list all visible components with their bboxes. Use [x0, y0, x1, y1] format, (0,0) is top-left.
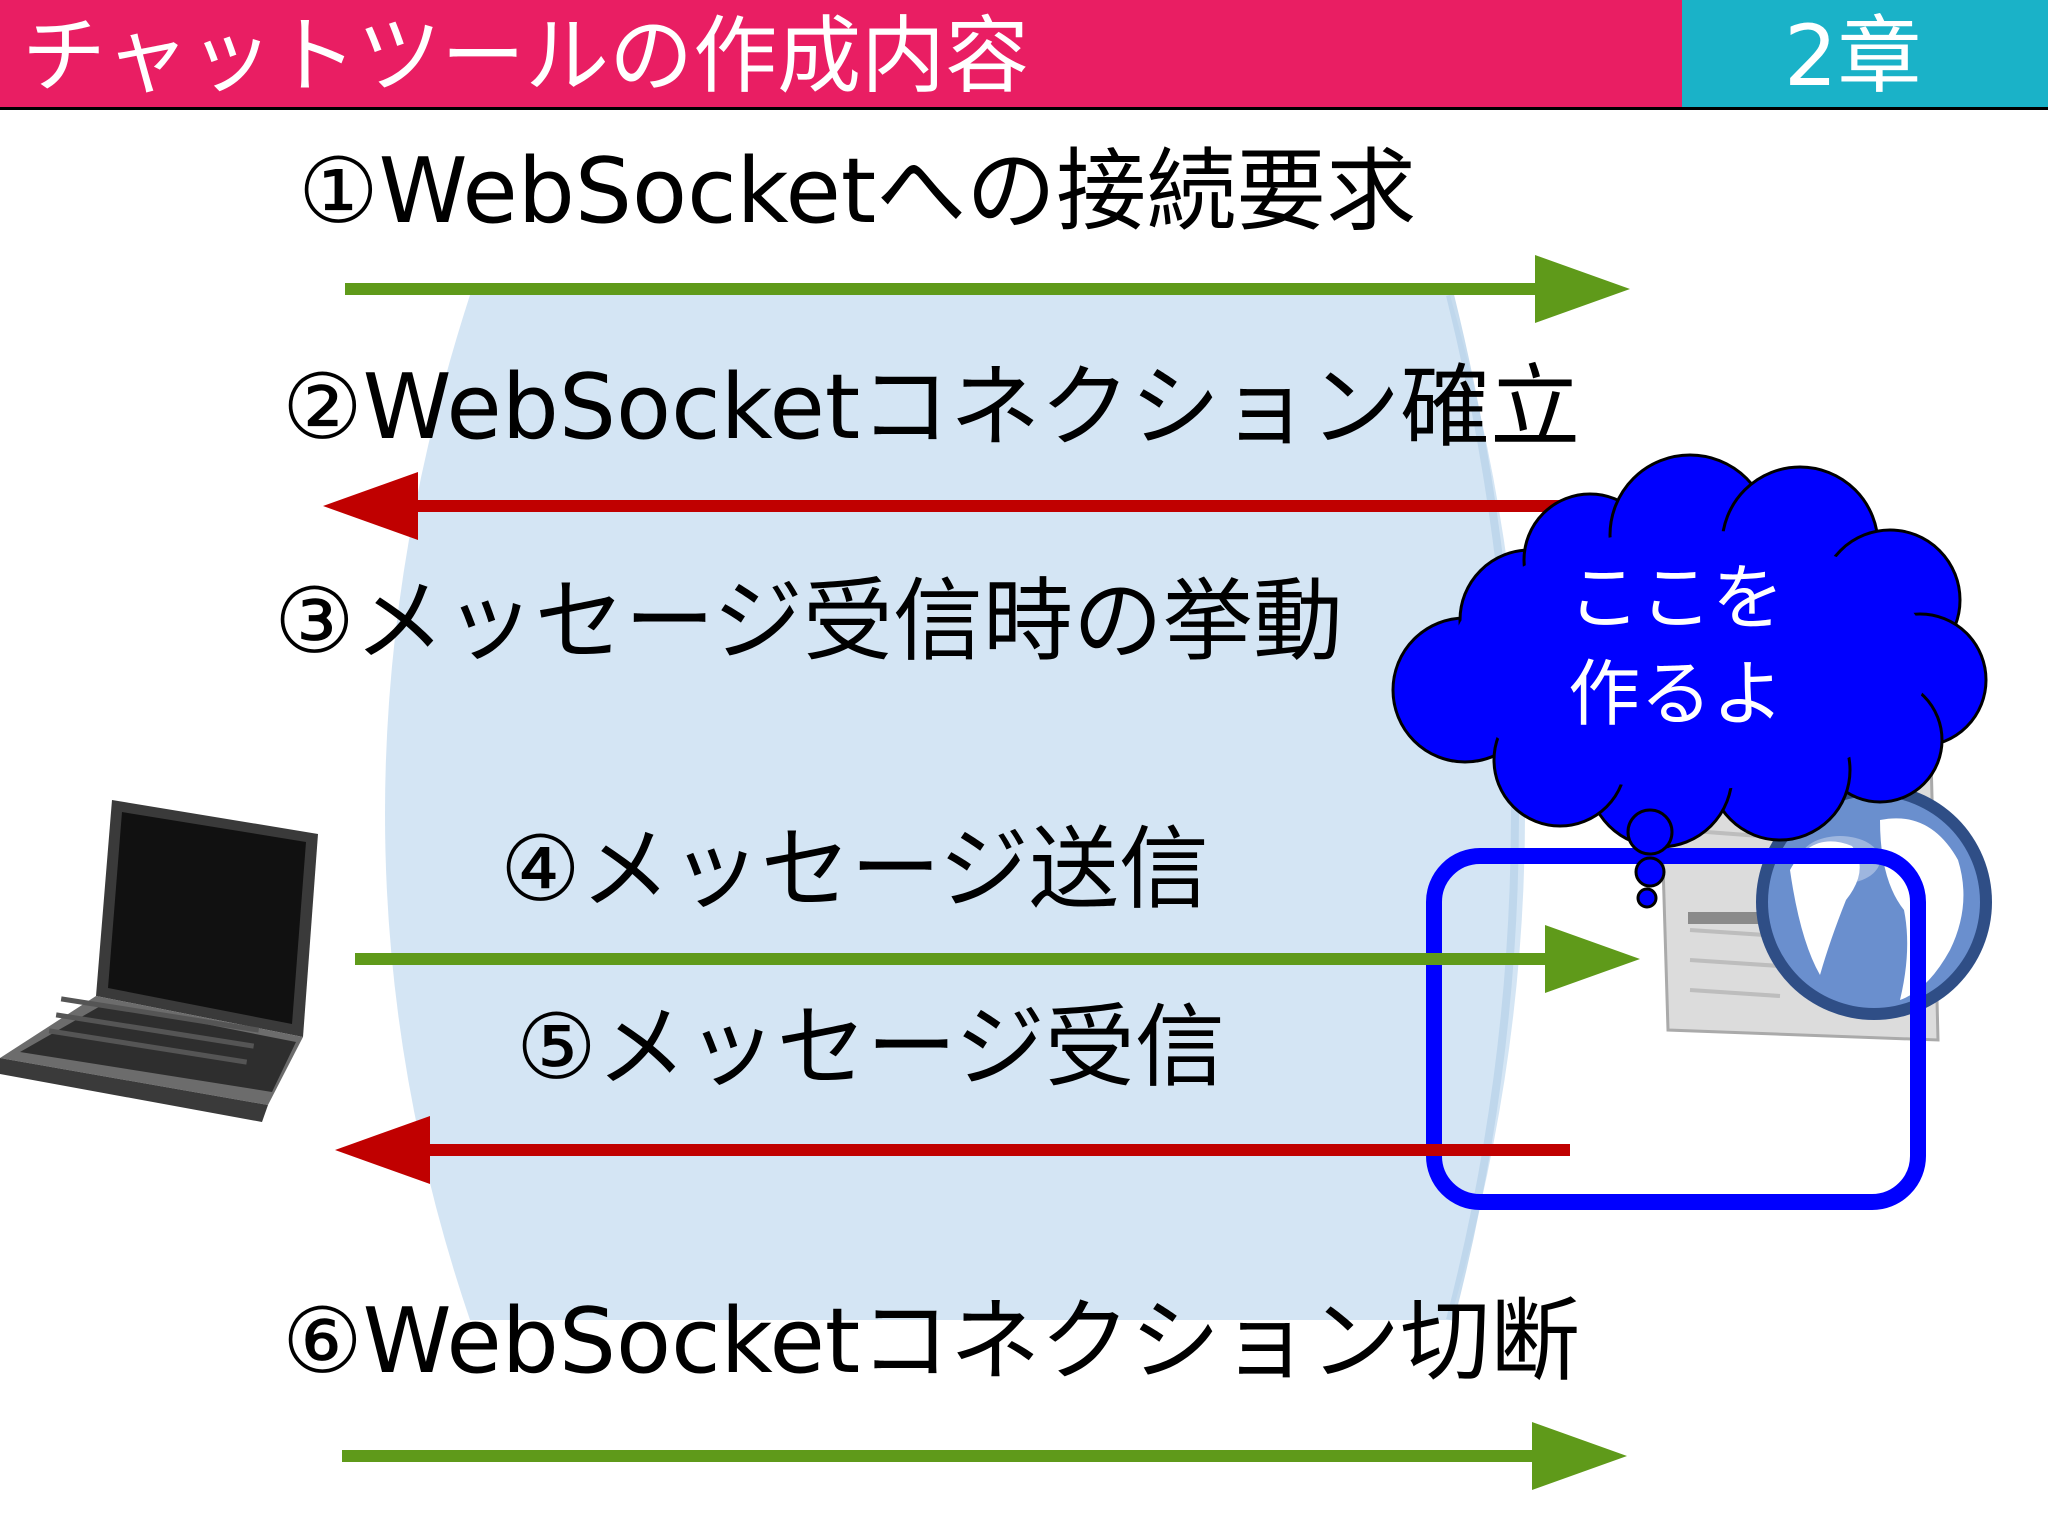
step-1-connect-request: ①WebSocketへの接続要求	[298, 139, 1417, 244]
arrow-send-message	[355, 925, 1640, 993]
callout-text: ここを 作るよ	[1526, 550, 1826, 742]
step-3-on-message-behavior: ③メッセージ受信時の挙動	[274, 569, 1343, 674]
step-5-receive-message: ⑤メッセージ受信	[516, 995, 1225, 1100]
arrow-connection-established	[323, 472, 1626, 540]
connection-band	[385, 294, 1525, 1322]
arrow-disconnect	[342, 1422, 1627, 1490]
slide-title-bar: チャットツールの作成内容	[0, 0, 1682, 110]
step-6-disconnect: ⑥WebSocketコネクション切断	[282, 1289, 1581, 1394]
arrow-receive-message	[335, 1116, 1570, 1184]
slide-title: チャットツールの作成内容	[22, 7, 1030, 105]
target-highlight-box	[1426, 848, 1926, 1210]
thought-cloud-fill	[1450, 530, 1930, 790]
chapter-badge: 2章	[1682, 0, 2048, 110]
step-2-connection-established: ②WebSocketコネクション確立	[282, 355, 1581, 460]
arrow-connect-request	[345, 255, 1630, 323]
callout-line-1: ここを	[1567, 556, 1784, 640]
laptop-icon	[0, 800, 318, 1122]
callout-line-2: 作るよ	[1567, 652, 1784, 736]
step-4-send-message: ④メッセージ送信	[500, 817, 1209, 922]
chapter-label: 2章	[1784, 7, 1922, 105]
